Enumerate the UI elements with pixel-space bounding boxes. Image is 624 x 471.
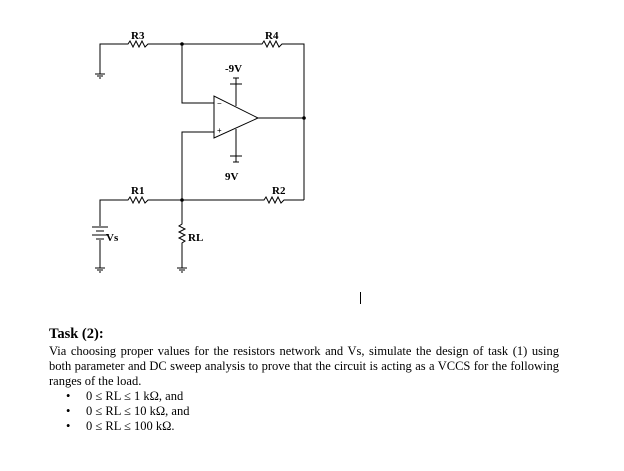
list-item: • 0 ≤ RL ≤ 10 kΩ, and: [49, 404, 559, 419]
opamp-plus-sign: +: [217, 126, 222, 135]
neg-supply-label: -9V: [225, 63, 242, 75]
vs-battery-symbol: [92, 226, 108, 268]
r2-label: R2: [272, 185, 286, 197]
r3-label: R3: [131, 30, 145, 42]
pos-supply-label: 9V: [225, 171, 239, 183]
task-description: Via choosing proper values for the resis…: [49, 344, 559, 388]
task-section: Task (2): Via choosing proper values for…: [49, 327, 559, 434]
r4-label: R4: [265, 30, 279, 42]
bullet-icon: •: [66, 419, 71, 433]
task-heading: Task (2):: [49, 326, 104, 342]
neg-supply-symbol: [230, 77, 242, 85]
wire-noninverting: [181, 131, 214, 200]
r3-resistor: [99, 39, 182, 72]
list-item: • 0 ≤ RL ≤ 1 kΩ, and: [49, 389, 559, 404]
opamp-minus-sign: −: [217, 99, 222, 108]
list-item-text: 0 ≤ RL ≤ 10 kΩ, and: [86, 404, 190, 418]
list-item: • 0 ≤ RL ≤ 100 kΩ.: [49, 419, 559, 434]
text-cursor: [360, 292, 361, 304]
list-item-text: 0 ≤ RL ≤ 100 kΩ.: [86, 419, 175, 433]
opamp: [213, 84, 304, 156]
rl-label: RL: [188, 232, 203, 244]
vs-label: Vs: [106, 232, 119, 244]
pos-supply-symbol: [230, 155, 242, 163]
bullet-icon: •: [66, 389, 71, 403]
r1-resistor: [99, 195, 182, 226]
feedback-wire-inverting: [181, 44, 214, 104]
ground-symbol-vs: [95, 267, 105, 273]
ground-symbol-r3: [95, 72, 105, 79]
r2-resistor: [182, 195, 304, 205]
rl-resistor: [177, 200, 187, 268]
bullet-icon: •: [66, 404, 71, 418]
list-item-text: 0 ≤ RL ≤ 1 kΩ, and: [86, 389, 184, 403]
load-range-list: • 0 ≤ RL ≤ 1 kΩ, and • 0 ≤ RL ≤ 10 kΩ, a…: [49, 389, 559, 434]
circuit-schematic: R3 R4 − + -9V 9V R1: [92, 30, 306, 273]
ground-symbol-rl: [177, 267, 187, 273]
r4-resistor: [182, 39, 305, 200]
r1-label: R1: [131, 185, 144, 197]
